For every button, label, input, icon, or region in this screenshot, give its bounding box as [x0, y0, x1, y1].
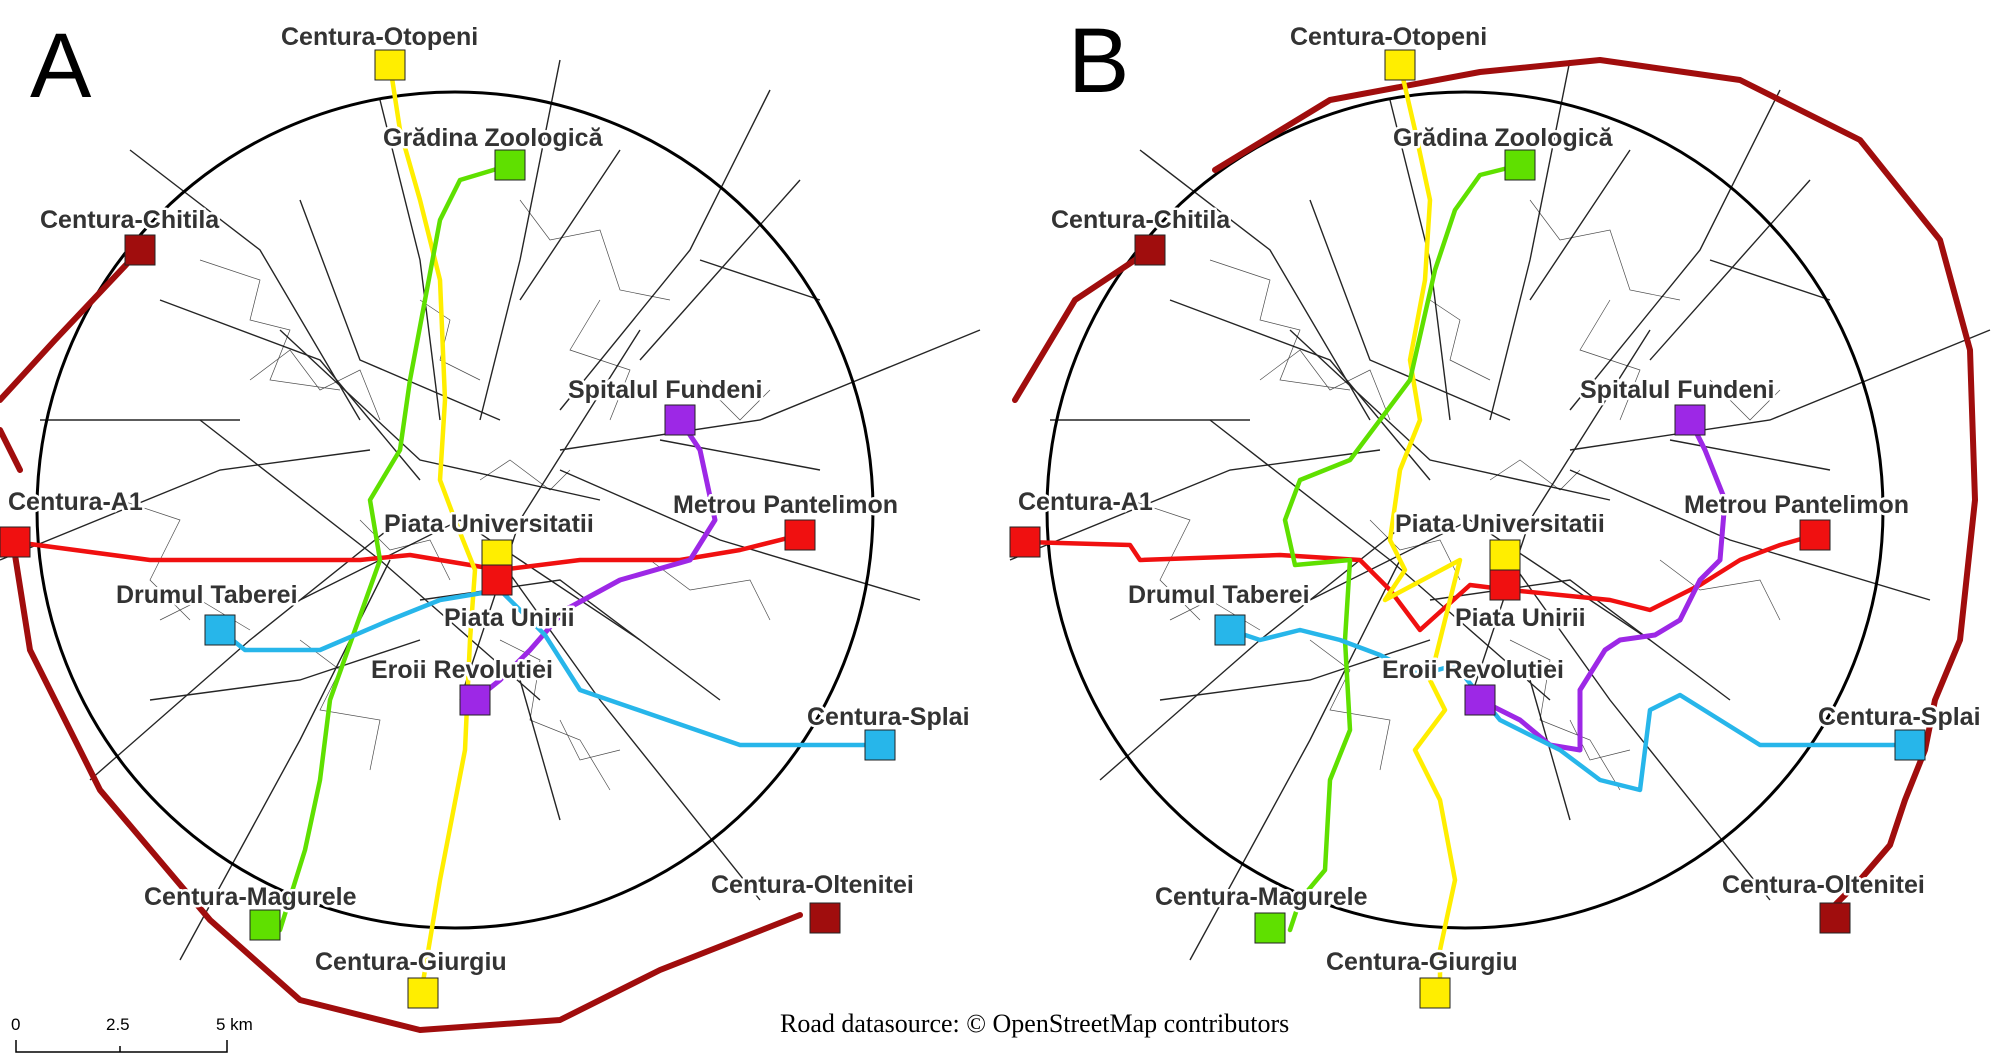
station-marker-a-unirii	[481, 564, 513, 596]
routes-panel-b	[1012, 57, 1978, 1003]
label-b-splai: Centura-Splai	[1818, 703, 1981, 731]
label-a-chitila: Centura-Chitila	[40, 206, 220, 234]
label-b-a1: Centura-A1	[1018, 488, 1153, 516]
route-yellow	[1382, 62, 1463, 1003]
label-a-zoo: Grădina Zoologică	[383, 124, 604, 152]
label-b-pantelimon: Metrou Pantelimon	[1684, 491, 1909, 519]
station-marker-b-taberei	[1214, 614, 1246, 646]
station-marker-a-eroii	[459, 684, 491, 716]
route-green	[277, 162, 513, 933]
station-markers	[0, 49, 1926, 1009]
label-a-fundeni: Spitalul Fundeni	[568, 376, 762, 404]
road-network	[1009, 59, 1991, 961]
station-marker-a-fundeni	[664, 404, 696, 436]
label-a-universitatii: Piata Universitatii	[384, 510, 594, 538]
label-b-oltenitei: Centura-Oltenitei	[1722, 871, 1925, 899]
scale-tick-2-5: 2.5	[106, 1015, 130, 1034]
station-marker-b-pantelimon	[1799, 519, 1831, 551]
station-marker-a-taberei	[204, 614, 236, 646]
label-a-splai: Centura-Splai	[807, 703, 970, 731]
station-marker-b-otopeni	[1384, 49, 1416, 81]
station-marker-a-splai	[864, 729, 896, 761]
label-b-universitatii: Piata Universitatii	[1395, 510, 1605, 538]
label-a-oltenitei: Centura-Oltenitei	[711, 871, 914, 899]
station-marker-b-universitatii	[1489, 539, 1521, 571]
station-marker-a-otopeni	[374, 49, 406, 81]
station-marker-a-magurele	[249, 909, 281, 941]
label-b-otopeni: Centura-Otopeni	[1290, 23, 1487, 51]
station-marker-a-a1	[0, 526, 31, 558]
route-purple	[472, 417, 718, 703]
panel-a	[0, 59, 981, 1033]
label-b-eroii: Eroii Revolutiei	[1382, 656, 1564, 684]
scale-tick-0: 0	[11, 1015, 20, 1034]
label-b-magurele: Centura-Magurele	[1155, 883, 1368, 911]
label-b-zoo: Grădina Zoologică	[1393, 124, 1614, 152]
panel-letter-b: B	[1068, 10, 1129, 112]
label-b-unirii: Piata Unirii	[1455, 604, 1586, 632]
route-dark-red	[0, 247, 803, 1033]
route-yellow	[387, 62, 478, 1003]
label-a-a1: Centura-A1	[8, 488, 143, 516]
label-a-unirii: Piata Unirii	[444, 604, 575, 632]
label-a-otopeni: Centura-Otopeni	[281, 23, 478, 51]
panel-letter-a: A	[30, 15, 92, 117]
station-marker-b-fundeni	[1674, 404, 1706, 436]
station-marker-b-chitila	[1134, 234, 1166, 266]
route-green	[1282, 162, 1523, 933]
route-blue	[1227, 627, 1913, 793]
route-dark-red	[1012, 57, 1978, 913]
station-marker-a-giurgiu	[407, 977, 439, 1009]
station-marker-b-magurele	[1254, 912, 1286, 944]
panel-b	[1009, 57, 1991, 1003]
label-a-taberei: Drumul Taberei	[116, 581, 298, 609]
station-marker-a-zoo	[494, 149, 526, 181]
station-marker-a-pantelimon	[784, 519, 816, 551]
station-marker-b-oltenitei	[1819, 902, 1851, 934]
route-red	[1022, 532, 1818, 633]
label-b-giurgiu: Centura-Giurgiu	[1326, 948, 1518, 976]
station-marker-b-splai	[1894, 729, 1926, 761]
station-marker-b-unirii	[1489, 569, 1521, 601]
label-a-giurgiu: Centura-Giurgiu	[315, 948, 507, 976]
station-marker-a-chitila	[124, 234, 156, 266]
station-labels: Centura-Otopeni Grădina Zoologică Centur…	[6, 21, 1984, 979]
station-marker-b-a1	[1009, 526, 1041, 558]
label-a-pantelimon: Metrou Pantelimon	[673, 491, 898, 519]
station-marker-b-giurgiu	[1419, 977, 1451, 1009]
station-marker-a-oltenitei	[809, 902, 841, 934]
attribution: Road datasource: © OpenStreetMap contrib…	[780, 1009, 1289, 1038]
scale-bar: 0 2.5 5 km	[11, 1015, 253, 1053]
station-marker-b-zoo	[1504, 149, 1536, 181]
label-b-chitila: Centura-Chitila	[1051, 206, 1231, 234]
station-marker-b-eroii	[1464, 684, 1496, 716]
label-b-fundeni: Spitalul Fundeni	[1580, 376, 1774, 404]
label-b-taberei: Drumul Taberei	[1128, 581, 1310, 609]
label-a-magurele: Centura-Magurele	[144, 883, 357, 911]
route-blue	[217, 587, 883, 748]
label-a-eroii: Eroii Revolutiei	[371, 656, 553, 684]
scale-tick-5-km: 5 km	[216, 1015, 253, 1034]
